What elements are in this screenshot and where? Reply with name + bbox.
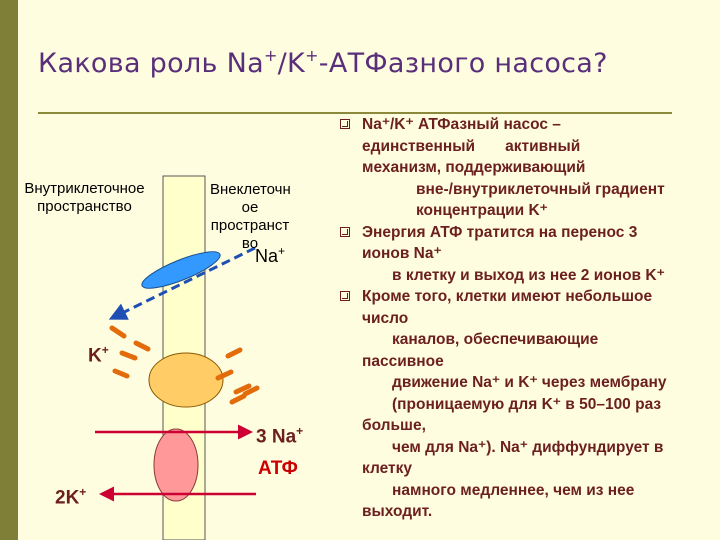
pump-protein-orange <box>149 353 223 407</box>
k2-label: 2K+ <box>55 485 86 509</box>
bullet-box-icon <box>340 291 350 301</box>
na-out-label: Na+ <box>255 242 285 265</box>
intracellular-label: Внутриклеточное пространство <box>2 180 167 216</box>
k-dash-marks <box>112 328 148 376</box>
pump-protein-pink <box>154 429 198 501</box>
na3-label: 3 Na+ <box>256 424 303 448</box>
na-dash-marks <box>218 350 257 402</box>
bullet-2: Энергия АТФ тратится на перенос 3 ионов … <box>338 222 718 287</box>
bullet-list: Na⁺/K⁺ АТФазный насос – единственный акт… <box>338 114 718 523</box>
atp-label: АТФ <box>258 458 298 480</box>
bullet-box-icon <box>340 227 350 237</box>
bullet-box-icon <box>340 119 350 129</box>
bullet-3: Кроме того, клетки имеют небольшое число… <box>338 286 718 523</box>
bullet-1: Na⁺/K⁺ АТФазный насос – единственный акт… <box>338 114 718 222</box>
k-ion-label: K+ <box>88 343 109 367</box>
